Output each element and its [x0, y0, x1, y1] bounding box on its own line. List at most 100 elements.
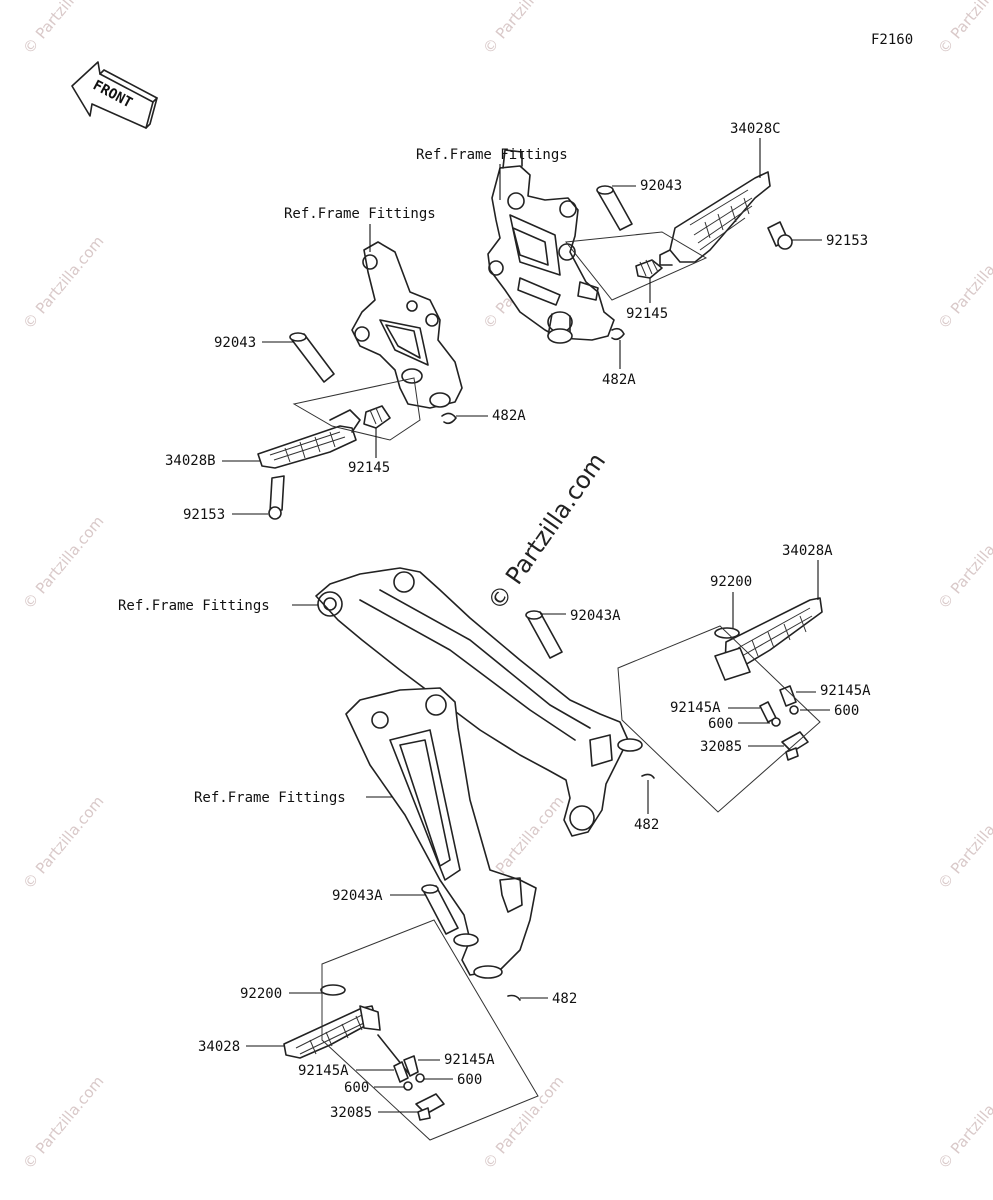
- main-left-bracket: [345, 687, 537, 979]
- part-number-label: 92145A: [670, 700, 721, 716]
- bolt-92153-top-left: [268, 475, 285, 520]
- part-number-label: 92043A: [332, 888, 383, 904]
- watermark: © Partzilla.com: [934, 792, 993, 892]
- part-number-label: 600: [344, 1080, 369, 1096]
- spring-92145-top-right: [635, 259, 663, 279]
- part-number-label: 34028: [198, 1039, 240, 1055]
- footpeg-34028: [283, 1005, 411, 1076]
- part-number-label: 32085: [330, 1105, 372, 1121]
- label-ref-frame-3: Ref.Frame Fittings: [118, 598, 318, 614]
- ball-600-left-2: [415, 1073, 425, 1083]
- label-34028A: 34028A: [782, 543, 833, 600]
- spring-92145A-left-1: [393, 1061, 409, 1083]
- part-number-label: 92153: [826, 233, 868, 249]
- part-number-label: 92153: [183, 507, 225, 523]
- top-right-bracket: [487, 149, 615, 344]
- ref-frame-label: Ref.Frame Fittings: [118, 598, 270, 614]
- clip-482-left: [507, 994, 521, 1001]
- left-callout-box: [321, 919, 539, 1141]
- label-600-left-2: 600: [424, 1072, 482, 1088]
- top-left-callout-box: [292, 377, 421, 441]
- label-92200-right: 92200: [710, 574, 752, 628]
- label-92043-top-right: 92043: [612, 178, 682, 194]
- plate-32085-right: [781, 731, 809, 761]
- part-number-label: 92043: [214, 335, 256, 351]
- clip-482-right: [641, 773, 655, 779]
- watermark: © Partzilla.com: [19, 512, 107, 612]
- label-34028C: 34028C: [730, 121, 781, 178]
- watermark: © Partzilla.com: [19, 792, 107, 892]
- label-92153-top-left: 92153: [183, 507, 268, 523]
- part-number-label: 32085: [700, 739, 742, 755]
- label-92043A-right: 92043A: [540, 608, 621, 624]
- clip-482A-top-left: [441, 412, 457, 425]
- part-number-label: 600: [457, 1072, 482, 1088]
- label-600-left-1: 600: [344, 1080, 404, 1096]
- ball-600-right-1: [771, 717, 781, 727]
- label-92153-top-right: 92153: [792, 233, 868, 249]
- pin-92043-top-right: [596, 185, 633, 231]
- label-92145A-left-2: 92145A: [418, 1052, 495, 1068]
- watermark: © Partzilla.com: [934, 232, 993, 332]
- part-number-label: 92145: [348, 460, 390, 476]
- part-number-label: 482: [634, 817, 659, 833]
- part-number-label: 34028A: [782, 543, 833, 559]
- front-arrow-icon: FRONT: [71, 61, 158, 129]
- label-92145-top-right: 92145: [626, 278, 668, 322]
- plate-32085-left: [415, 1093, 445, 1121]
- ball-600-left-1: [403, 1081, 413, 1091]
- center-watermark: © Partzilla.com: [482, 448, 611, 616]
- part-number-label: 92043A: [570, 608, 621, 624]
- part-number-label: 92200: [240, 986, 282, 1002]
- label-32085-left: 32085: [330, 1105, 418, 1121]
- footpeg-34028C: [659, 171, 771, 266]
- right-callout-box: [617, 625, 821, 813]
- ref-frame-label: Ref.Frame Fittings: [284, 206, 436, 222]
- part-number-label: 482: [552, 991, 577, 1007]
- label-482-right: 482: [634, 780, 659, 833]
- ball-600-right-2: [789, 705, 799, 715]
- label-92145-top-left: 92145: [348, 428, 390, 476]
- label-92200-left: 92200: [240, 986, 322, 1002]
- part-number-label: 34028C: [730, 121, 781, 137]
- label-482A-top-left: 482A: [456, 408, 526, 424]
- ref-frame-label: Ref.Frame Fittings: [194, 790, 346, 806]
- label-600-right-1: 600: [708, 716, 770, 732]
- label-92145A-right-2: 92145A: [796, 683, 871, 699]
- pin-92043A-right: [525, 610, 563, 659]
- watermark: © Partzilla.com: [479, 0, 567, 58]
- footpeg-34028A: [714, 597, 823, 681]
- watermark: © Partzilla.com: [934, 512, 993, 612]
- pin-92043-top-left: [289, 332, 335, 383]
- label-ref-frame-2: Ref.Frame Fittings: [284, 206, 436, 252]
- part-number-label: 92145A: [298, 1063, 349, 1079]
- label-92043-top-left: 92043: [214, 335, 294, 351]
- clip-482A-top-right: [611, 327, 625, 341]
- top-right-callout-box: [565, 231, 708, 301]
- pin-92043A-left: [421, 884, 459, 935]
- washer-92200-left: [320, 984, 346, 996]
- label-ref-frame-4: Ref.Frame Fittings: [194, 790, 392, 806]
- part-number-label: 482A: [602, 372, 636, 388]
- spring-92145A-right-2: [779, 685, 797, 707]
- watermark: © Partzilla.com: [19, 1072, 107, 1172]
- spring-92145A-left-2: [403, 1055, 419, 1077]
- label-34028B: 34028B: [165, 453, 260, 469]
- label-ref-frame-1: Ref.Frame Fittings: [416, 147, 568, 200]
- part-number-label: 600: [834, 703, 859, 719]
- watermark: © Partzilla.com: [479, 1072, 567, 1172]
- label-92043A-left: 92043A: [332, 888, 426, 904]
- main-right-bracket: [315, 567, 643, 837]
- part-number-label: 482A: [492, 408, 526, 424]
- label-92145A-left-1: 92145A: [298, 1063, 394, 1079]
- watermark: © Partzilla.com: [19, 0, 107, 58]
- part-number-label: 92145A: [444, 1052, 495, 1068]
- label-600-right-2: 600: [800, 703, 859, 719]
- top-left-bracket: [351, 241, 463, 409]
- label-92145A-right-1: 92145A: [670, 700, 760, 716]
- ref-frame-label: Ref.Frame Fittings: [416, 147, 568, 163]
- part-number-label: 92145A: [820, 683, 871, 699]
- watermark: © Partzilla.com: [934, 1072, 993, 1172]
- label-482A-top-right: 482A: [602, 340, 636, 388]
